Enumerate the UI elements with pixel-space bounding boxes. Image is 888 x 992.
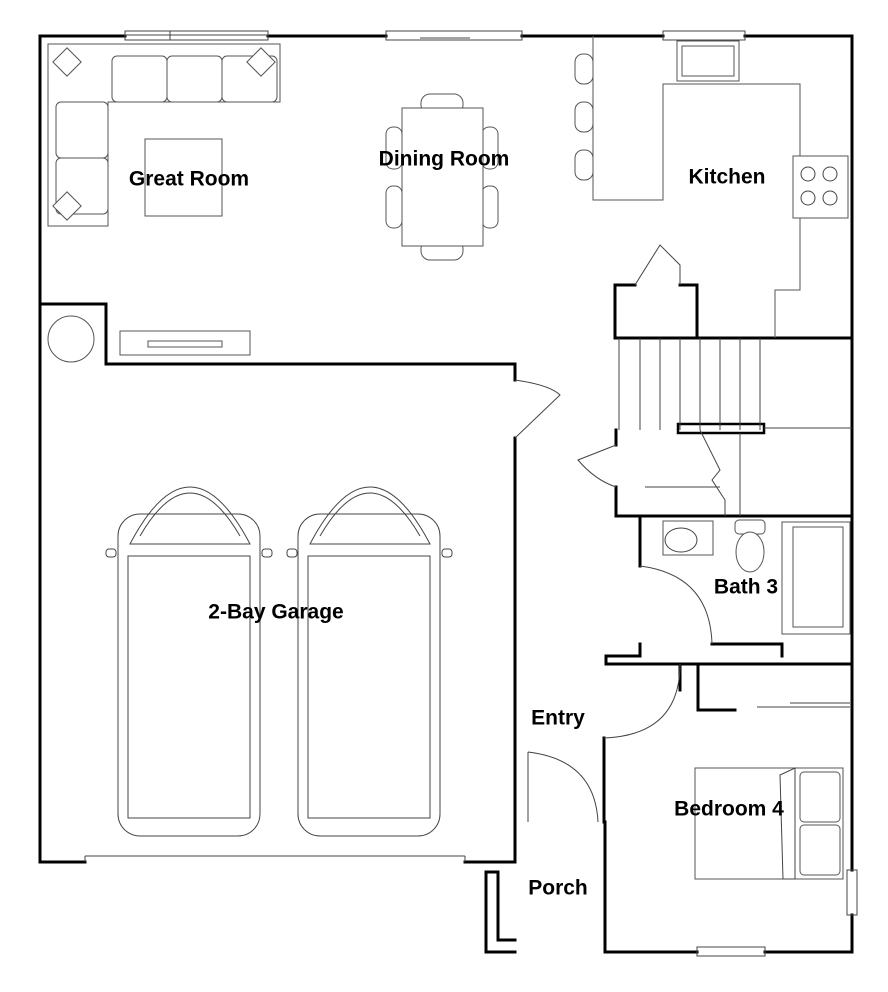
entry-door <box>527 751 599 823</box>
label-porch: Porch <box>528 877 588 900</box>
bath-fixtures <box>662 519 851 635</box>
car-right <box>286 486 453 837</box>
label-entry: Entry <box>531 707 585 730</box>
car-left <box>105 486 273 837</box>
bath-3-door <box>639 565 713 645</box>
stair-closet-door <box>577 444 617 488</box>
sectional-sofa <box>47 43 281 227</box>
label-dining-room: Dining Room <box>379 148 510 171</box>
staircase <box>618 338 852 516</box>
kitchen-sink <box>676 40 740 82</box>
label-bedroom-4: Bedroom 4 <box>674 798 784 821</box>
label-garage: 2-Bay Garage <box>208 601 343 624</box>
label-kitchen: Kitchen <box>688 166 765 189</box>
garage-door-swing <box>514 379 561 439</box>
windows <box>84 30 858 957</box>
dining-table-set <box>385 93 499 261</box>
coffee-table <box>144 138 223 217</box>
cooktop <box>792 155 849 219</box>
pantry-door[interactable] <box>634 244 681 286</box>
walls <box>38 34 854 954</box>
bed <box>694 767 844 880</box>
tv-console <box>119 330 251 356</box>
kitchen-island <box>574 36 801 338</box>
bedroom-4-door <box>603 663 681 739</box>
round-fixture <box>47 315 95 363</box>
doors[interactable] <box>514 379 850 823</box>
label-great-room: Great Room <box>129 168 249 191</box>
label-bath-3: Bath 3 <box>714 576 778 599</box>
